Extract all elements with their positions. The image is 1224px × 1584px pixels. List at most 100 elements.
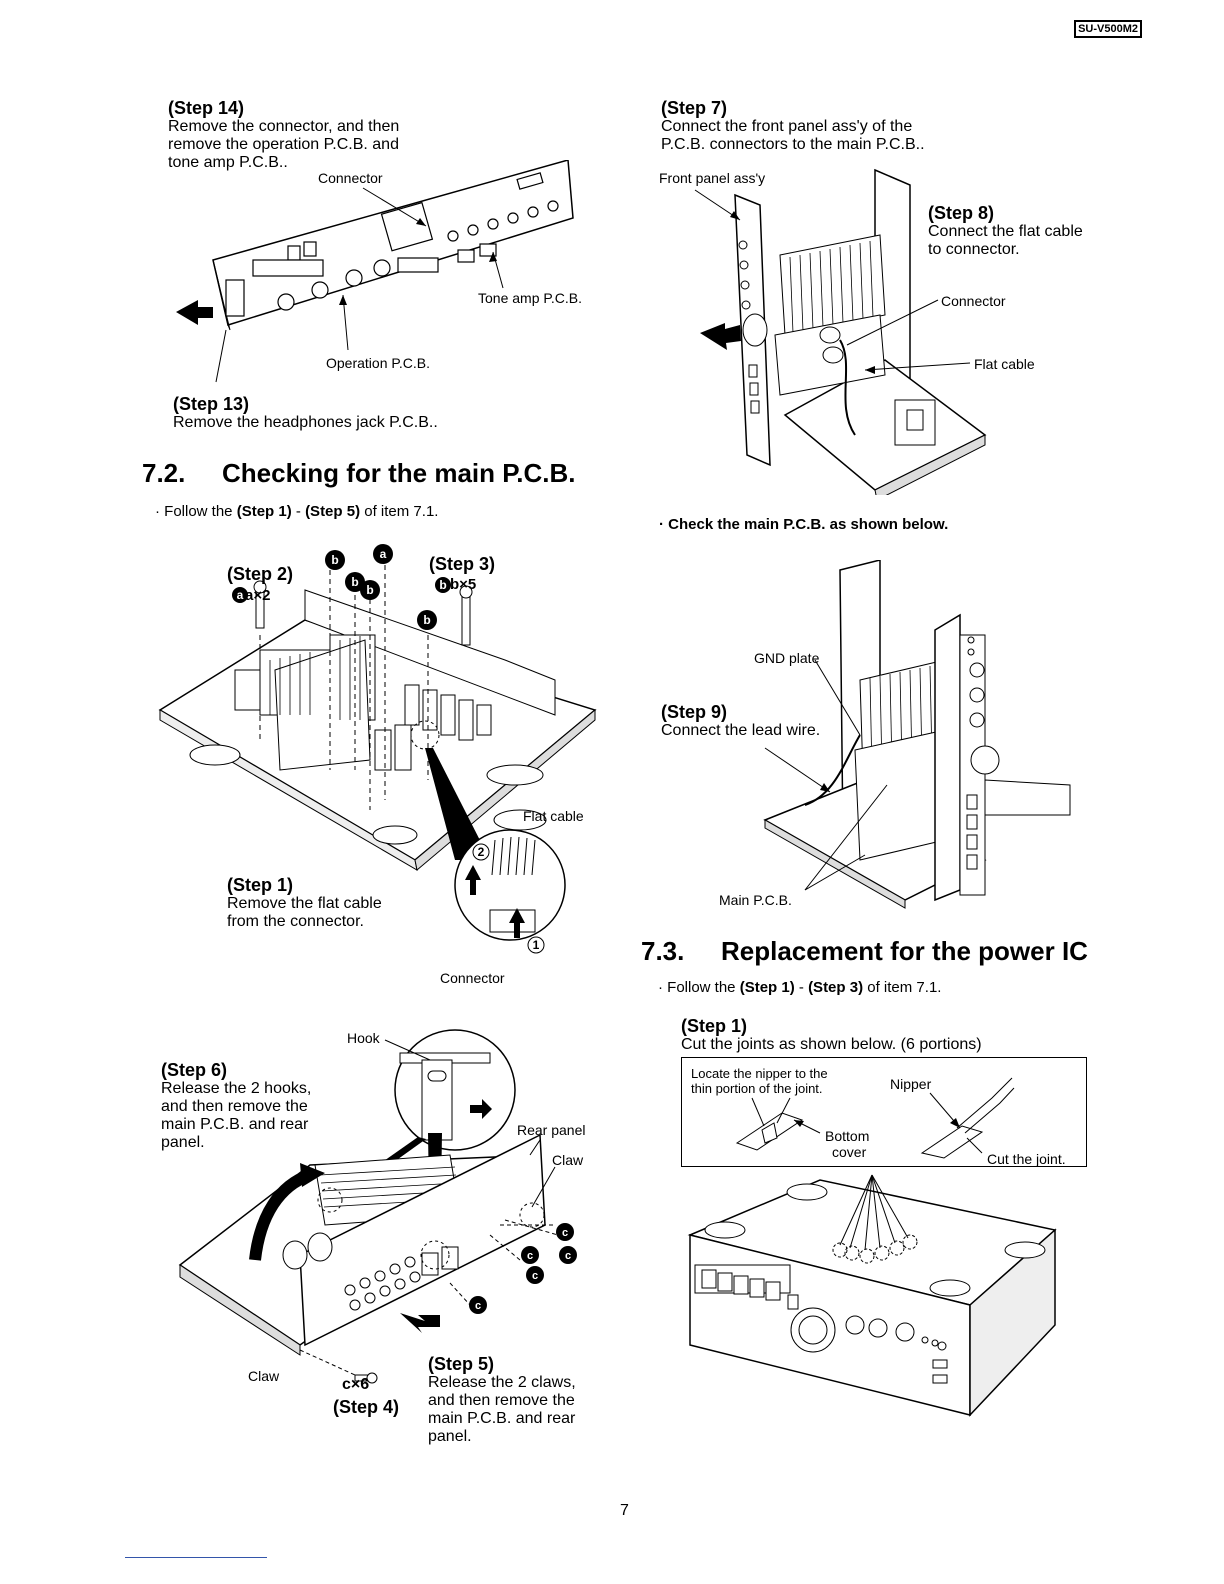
- step5-line: panel.: [428, 1428, 472, 1445]
- step5-line: Release the 2 claws,: [428, 1374, 576, 1391]
- section-title: Checking for the main P.C.B.: [222, 458, 576, 488]
- step5-line: and then remove the: [428, 1392, 575, 1409]
- section-number: 7.2.: [142, 458, 186, 488]
- bottom-cover-label: Bottom cover: [825, 1128, 869, 1160]
- step14-line: tone amp P.C.B..: [168, 154, 288, 171]
- cut-joint-label: Cut the joint.: [987, 1151, 1066, 1167]
- from-step: (Step 1): [739, 979, 795, 996]
- fig7-flat-cable-label: Flat cable: [974, 356, 1035, 372]
- svg-text:c: c: [475, 1300, 481, 1312]
- fig7-connector-label: Connector: [941, 293, 1006, 309]
- sec73-step1-block: (Step 1) Cut the joints as shown below. …: [681, 1016, 982, 1054]
- dash: -: [291, 503, 306, 520]
- fig72-step3-count: b×5: [450, 576, 477, 593]
- step6-title: (Step 6): [161, 1060, 228, 1080]
- step14-title: (Step 14): [168, 98, 245, 118]
- step14-block: (Step 14) Remove the connector, and then…: [168, 98, 399, 172]
- locate-line: thin portion of the joint.: [691, 1081, 823, 1096]
- fig72-step1-line: from the connector.: [227, 913, 364, 930]
- locate-nipper-text: Locate the nipper to the thin portion of…: [691, 1066, 828, 1096]
- footnote-rule: [125, 1557, 267, 1558]
- svg-text:c: c: [562, 1227, 568, 1239]
- step5-line: main P.C.B. and rear: [428, 1410, 576, 1427]
- step9-text: Connect the lead wire.: [661, 722, 821, 739]
- step13-title: (Step 13): [173, 394, 250, 414]
- step8-line: to connector.: [928, 241, 1020, 258]
- step8-title: (Step 8): [928, 203, 995, 223]
- step6-line: panel.: [161, 1134, 205, 1151]
- front-panel-drawing: [694, 168, 987, 495]
- sec73-step1-text: Cut the joints as shown below. (6 portio…: [681, 1036, 982, 1053]
- svg-text:2: 2: [478, 845, 485, 859]
- step5-title: (Step 5): [428, 1354, 495, 1374]
- operation-pcb-drawing: [176, 160, 574, 383]
- fig72-step2-title: (Step 2): [227, 564, 294, 584]
- svg-text:c: c: [532, 1270, 538, 1282]
- svg-text:1: 1: [533, 938, 540, 952]
- claw-top-label: Claw: [552, 1152, 584, 1168]
- bottom-line: cover: [832, 1144, 867, 1160]
- sec73-step1-title: (Step 1): [681, 1016, 748, 1036]
- follow-prefix: · Follow the: [658, 979, 740, 996]
- follow-suffix: of item 7.1.: [360, 503, 439, 520]
- follow-prefix: · Follow the: [155, 503, 237, 520]
- to-step: (Step 5): [305, 503, 361, 520]
- section-number: 7.3.: [641, 936, 685, 966]
- front-panel-label: Front panel ass'y: [659, 170, 766, 186]
- svg-text:c: c: [565, 1250, 571, 1262]
- step7-title: (Step 7): [661, 98, 728, 118]
- step5-block: (Step 5) Release the 2 claws, and then r…: [428, 1354, 576, 1446]
- fig72-step1-title: (Step 1): [227, 875, 294, 895]
- connector-label: Connector: [318, 170, 383, 186]
- section-7-2-heading: 7.2. Checking for the main P.C.B.: [142, 458, 575, 488]
- nipper-label: Nipper: [890, 1076, 932, 1092]
- check-main-pcb-note: · Check the main P.C.B. as shown below.: [659, 516, 949, 533]
- fig72-step3-title: (Step 3): [429, 554, 496, 574]
- check-main-pcb-drawing: [763, 560, 1071, 909]
- step13-text: Remove the headphones jack P.C.B..: [173, 414, 438, 431]
- model-tag: SU-V500M2: [1074, 20, 1142, 38]
- svg-text:b: b: [423, 613, 430, 627]
- svg-text:c: c: [527, 1250, 533, 1262]
- locate-line: Locate the nipper to the: [691, 1066, 828, 1081]
- svg-text:b: b: [331, 553, 338, 567]
- claw-bottom-label: Claw: [248, 1368, 280, 1384]
- step6-line: Release the 2 hooks,: [161, 1080, 312, 1097]
- step13-block: (Step 13) Remove the headphones jack P.C…: [173, 394, 438, 432]
- fig72-connector-label: Connector: [440, 970, 505, 986]
- step7-line: Connect the front panel ass'y of the: [661, 118, 913, 135]
- section-title: Replacement for the power IC: [721, 936, 1088, 966]
- fig72-step2-count: a×2: [245, 587, 271, 604]
- nipper-drawing: [735, 1077, 1015, 1159]
- fig72-step1-block: (Step 1) Remove the flat cable from the …: [227, 875, 382, 931]
- fig72-step1-line: Remove the flat cable: [227, 895, 382, 912]
- svg-text:b: b: [351, 575, 358, 589]
- section-7-3-heading: 7.3. Replacement for the power IC: [641, 936, 1088, 966]
- hook-label: Hook: [347, 1030, 380, 1046]
- figure-amplifier-joints: [680, 1170, 1060, 1420]
- figure-check-main-pcb: GND plate (Step 9) Connect the lead wire…: [655, 560, 1075, 910]
- svg-text:b: b: [439, 578, 446, 592]
- svg-text:a: a: [237, 588, 244, 602]
- step6-line: and then remove the: [161, 1098, 308, 1115]
- nipper-instruction-box: Locate the nipper to the thin portion of…: [681, 1057, 1087, 1167]
- rear-panel-label: Rear panel: [517, 1122, 586, 1138]
- svg-text:b: b: [366, 583, 373, 597]
- section-7-3-follow: · Follow the (Step 1) - (Step 3) of item…: [658, 979, 941, 997]
- step4-title: (Step 4): [333, 1397, 400, 1417]
- figure-front-panel: Front panel ass'y (Step 8) Connect the f…: [655, 165, 1105, 495]
- step14-line: remove the operation P.C.B. and: [168, 136, 399, 153]
- step8-line: Connect the flat cable: [928, 223, 1083, 240]
- step4-count: c×6: [342, 1376, 370, 1393]
- gnd-plate-label: GND plate: [754, 650, 820, 666]
- follow-suffix: of item 7.1.: [863, 979, 942, 996]
- bottom-line: Bottom: [825, 1128, 870, 1144]
- step9-block: (Step 9) Connect the lead wire.: [661, 702, 820, 740]
- amplifier-joints-drawing: [687, 1174, 1057, 1417]
- step7-block: (Step 7) Connect the front panel ass'y o…: [661, 98, 925, 154]
- step7-line: P.C.B. connectors to the main P.C.B..: [661, 136, 925, 153]
- dash: -: [794, 979, 809, 996]
